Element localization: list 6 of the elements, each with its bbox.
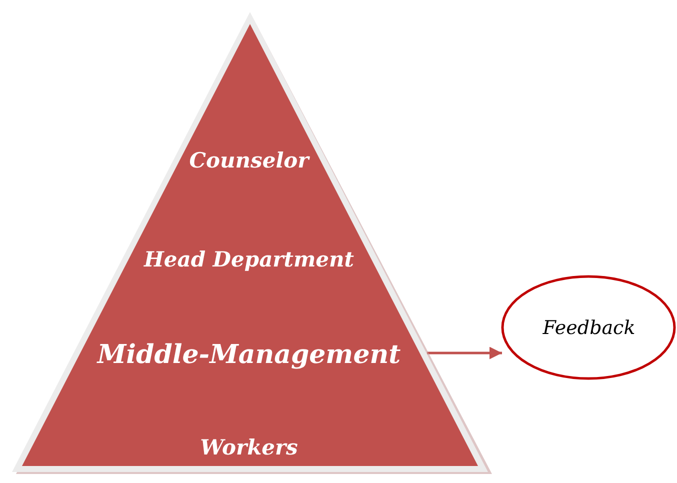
- node-label: Counselor: [189, 148, 309, 172]
- arrow: [427, 346, 502, 360]
- node-label: Middle-Management: [97, 340, 401, 370]
- node-label: Head Department: [144, 246, 354, 272]
- node-label: Feedback: [542, 317, 636, 339]
- node-label: Workers: [200, 434, 298, 460]
